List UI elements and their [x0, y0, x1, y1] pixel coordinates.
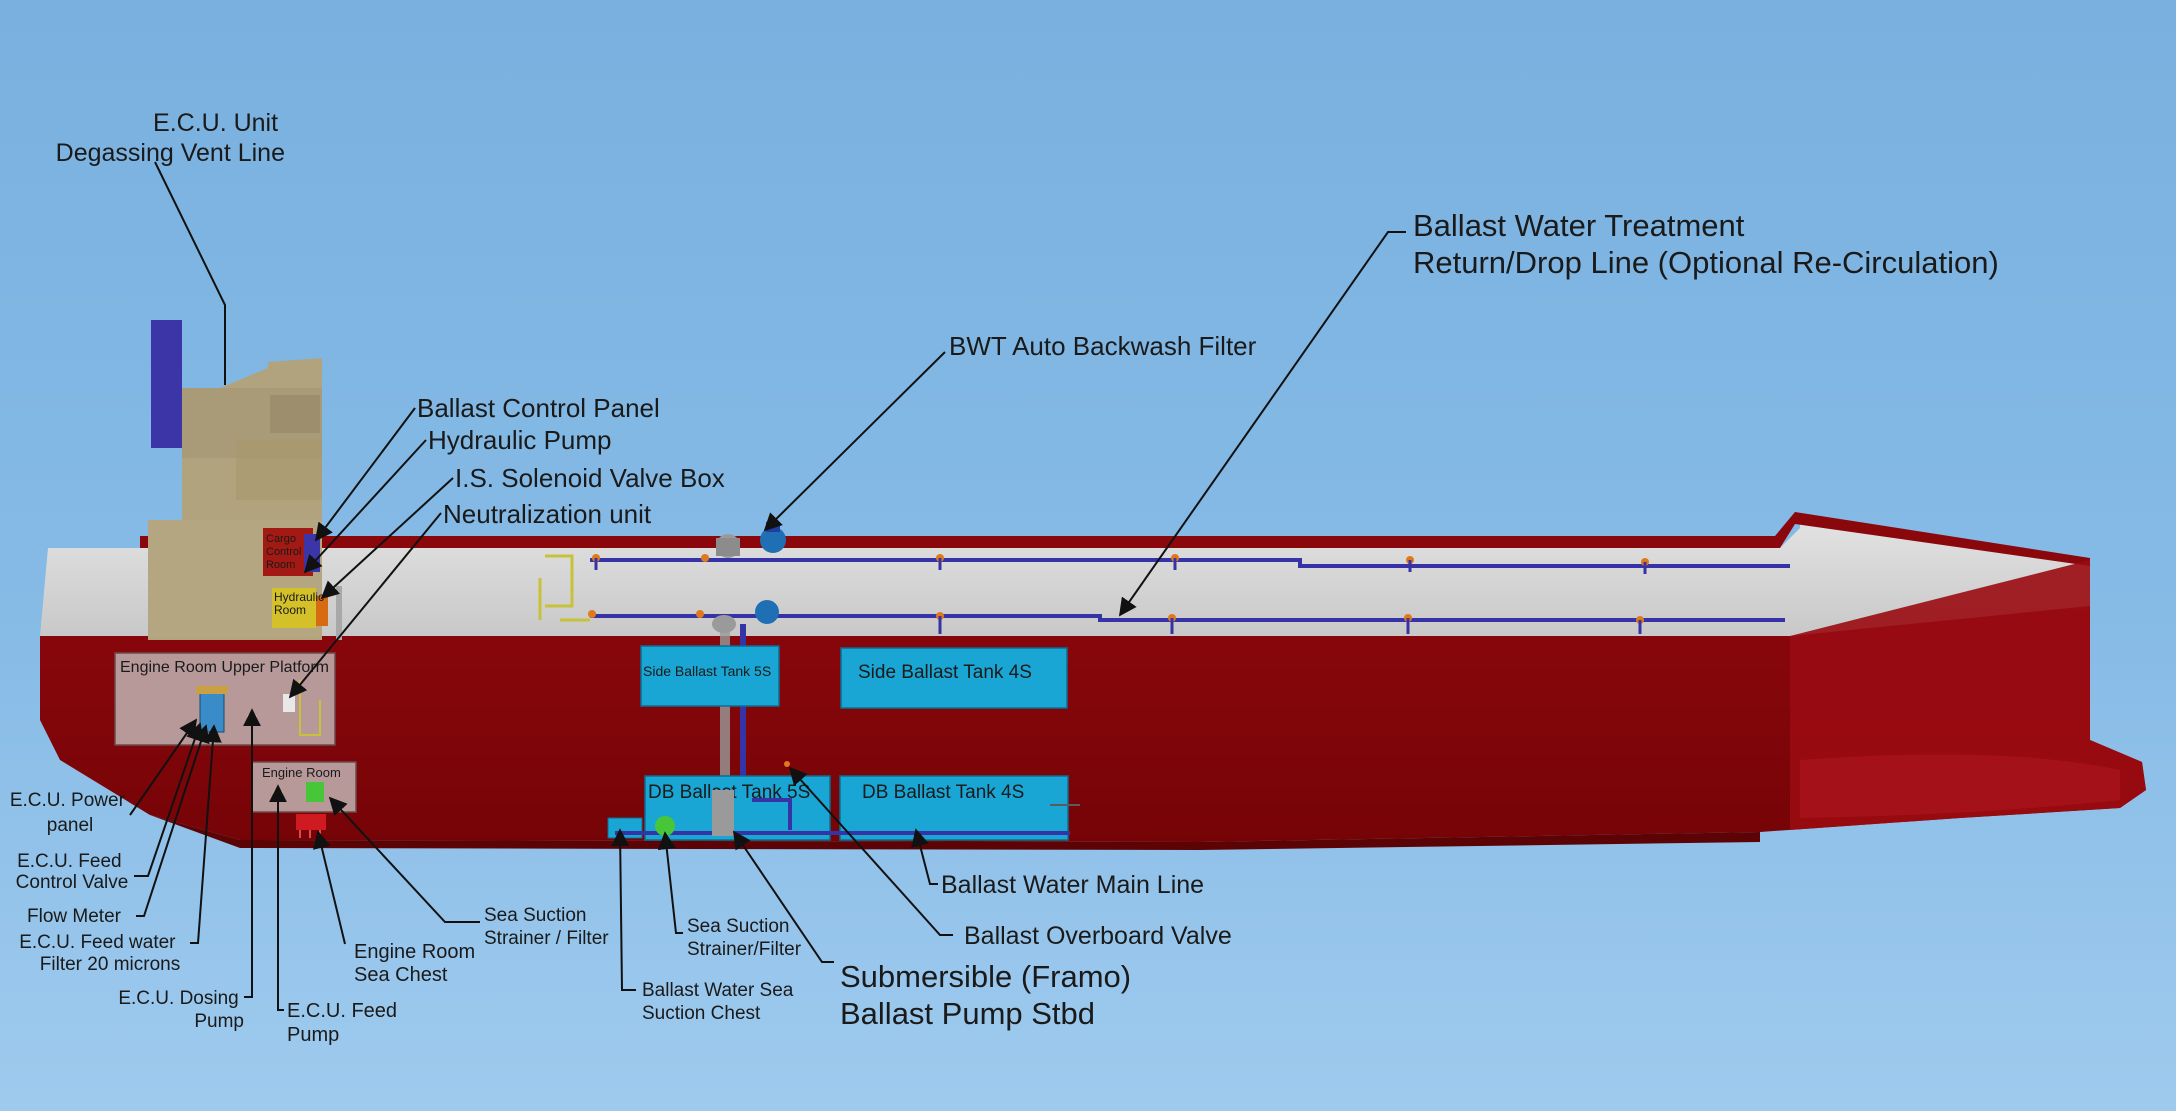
engine-room-label: Engine Room	[262, 765, 341, 780]
svg-text:Cargo Control Room: Cargo Control Room	[266, 533, 305, 571]
label-submersible-framo-pump: Submersible (Framo) Ballast Pump Stbd	[840, 959, 1140, 1031]
label-ballast-overboard-valve: Ballast Overboard Valve	[964, 922, 1232, 950]
svg-text:Hydraulic Room: Hydraulic Room	[274, 590, 327, 617]
label-hydraulic-pump: Hydraulic Pump	[428, 425, 612, 455]
label-neutralization-unit: Neutralization unit	[443, 499, 652, 529]
hull-side	[40, 606, 2146, 842]
leader-lines	[129, 161, 1406, 1011]
label-sea-suction-strainer-er: Sea Suction Strainer / Filter	[484, 905, 609, 949]
bulwark	[140, 512, 2090, 566]
engine-room-upper-platform	[114, 652, 336, 746]
label-ecu-unit: E.C.U. Unit Degassing Vent Line	[56, 109, 285, 167]
label-ecu-power-panel: E.C.U. Power panel	[10, 790, 130, 836]
label-ecu-feed-pump: E.C.U. Feed Pump	[287, 1000, 403, 1046]
label-ballast-control-panel: Ballast Control Panel	[417, 393, 660, 423]
label-ecu-feed-filter: E.C.U. Feed water Filter 20 microns	[19, 932, 181, 975]
label-ecu-feed-control-valve: E.C.U. Feed Control Valve	[16, 851, 129, 893]
hydraulic-room-box	[272, 588, 316, 628]
side-ballast-tank-4s	[840, 647, 1068, 709]
label-ballast-water-main-line: Ballast Water Main Line	[941, 871, 1204, 899]
hydraulic-room-label-1: Hydraulic	[274, 590, 324, 604]
framo-pump	[712, 790, 734, 836]
label-bwt-return-line: Ballast Water Treatment Return/Drop Line…	[1413, 208, 1999, 280]
side-ballast-tank-4s-label: Side Ballast Tank 4S	[858, 662, 1032, 683]
side-ballast-tank-5s-label: Side Ballast Tank 5S	[643, 663, 771, 679]
label-solenoid-valve-box: I.S. Solenoid Valve Box	[455, 463, 725, 493]
ballast-sea-suction-strainer	[655, 816, 675, 836]
cargo-room-label-1: Cargo	[266, 533, 296, 545]
engine-room-upper-platform-label: Engine Room Upper Platform	[120, 659, 329, 676]
bwt-filter-unit	[760, 527, 786, 553]
label-ballast-sea-suction-chest: Ballast Water Sea Suction Chest	[642, 980, 799, 1024]
superstructure: Cargo Control Room Hydraulic Room	[148, 320, 342, 640]
callout-labels: E.C.U. Unit Degassing Vent Line Ballast …	[10, 109, 1999, 1046]
label-bwt-auto-backwash-filter: BWT Auto Backwash Filter	[949, 331, 1257, 361]
cargo-room-label-3: Room	[266, 559, 295, 571]
db-ballast-tank-4s-label: DB Ballast Tank 4S	[862, 782, 1024, 803]
compartments: Engine Room Upper Platform Engine Room S…	[114, 645, 1069, 841]
db-ballast-tank-4s	[839, 775, 1069, 841]
cargo-room-label-2: Control	[266, 546, 301, 558]
label-flow-meter: Flow Meter	[27, 906, 122, 927]
funnel	[151, 320, 182, 448]
label-ecu-dosing-pump: E.C.U. Dosing Pump	[118, 988, 244, 1032]
hydraulic-room-label-2: Room	[274, 603, 306, 617]
side-ballast-tank-5s	[640, 645, 780, 707]
label-engine-room-sea-chest: Engine Room Sea Chest	[354, 941, 481, 986]
label-sea-suction-strainer-ballast: Sea Suction Strainer/Filter	[687, 916, 802, 960]
